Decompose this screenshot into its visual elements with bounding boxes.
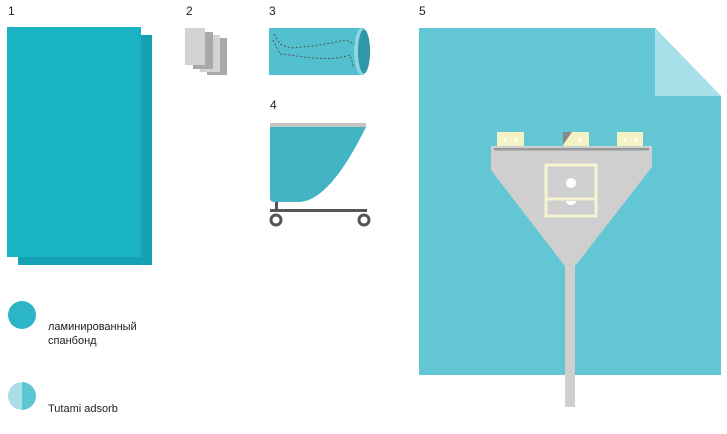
figure-5-number: 5 [419, 4, 426, 18]
figure-3-tube [269, 28, 370, 75]
figure-5-drape [419, 28, 721, 407]
legend-laminated-spunbond: ламинированный спанбонд [48, 320, 137, 348]
figure-1-number: 1 [8, 4, 15, 18]
figure-1-sheets [7, 27, 152, 265]
figure-2-number: 2 [186, 4, 193, 18]
figure-4-cart [269, 123, 371, 227]
figure-2-stack [185, 28, 227, 75]
legend-label-line1: ламинированный [48, 321, 137, 333]
figure-3-number: 3 [269, 4, 276, 18]
legend-tutami-adsorb: Tutami adsorb [48, 403, 118, 415]
figure-4-number: 4 [270, 98, 277, 112]
tutami-adsorb-swatch-icon [8, 382, 36, 410]
legend-label-line2: спанбонд [48, 335, 97, 347]
laminated-spunbond-swatch-icon [8, 301, 36, 329]
